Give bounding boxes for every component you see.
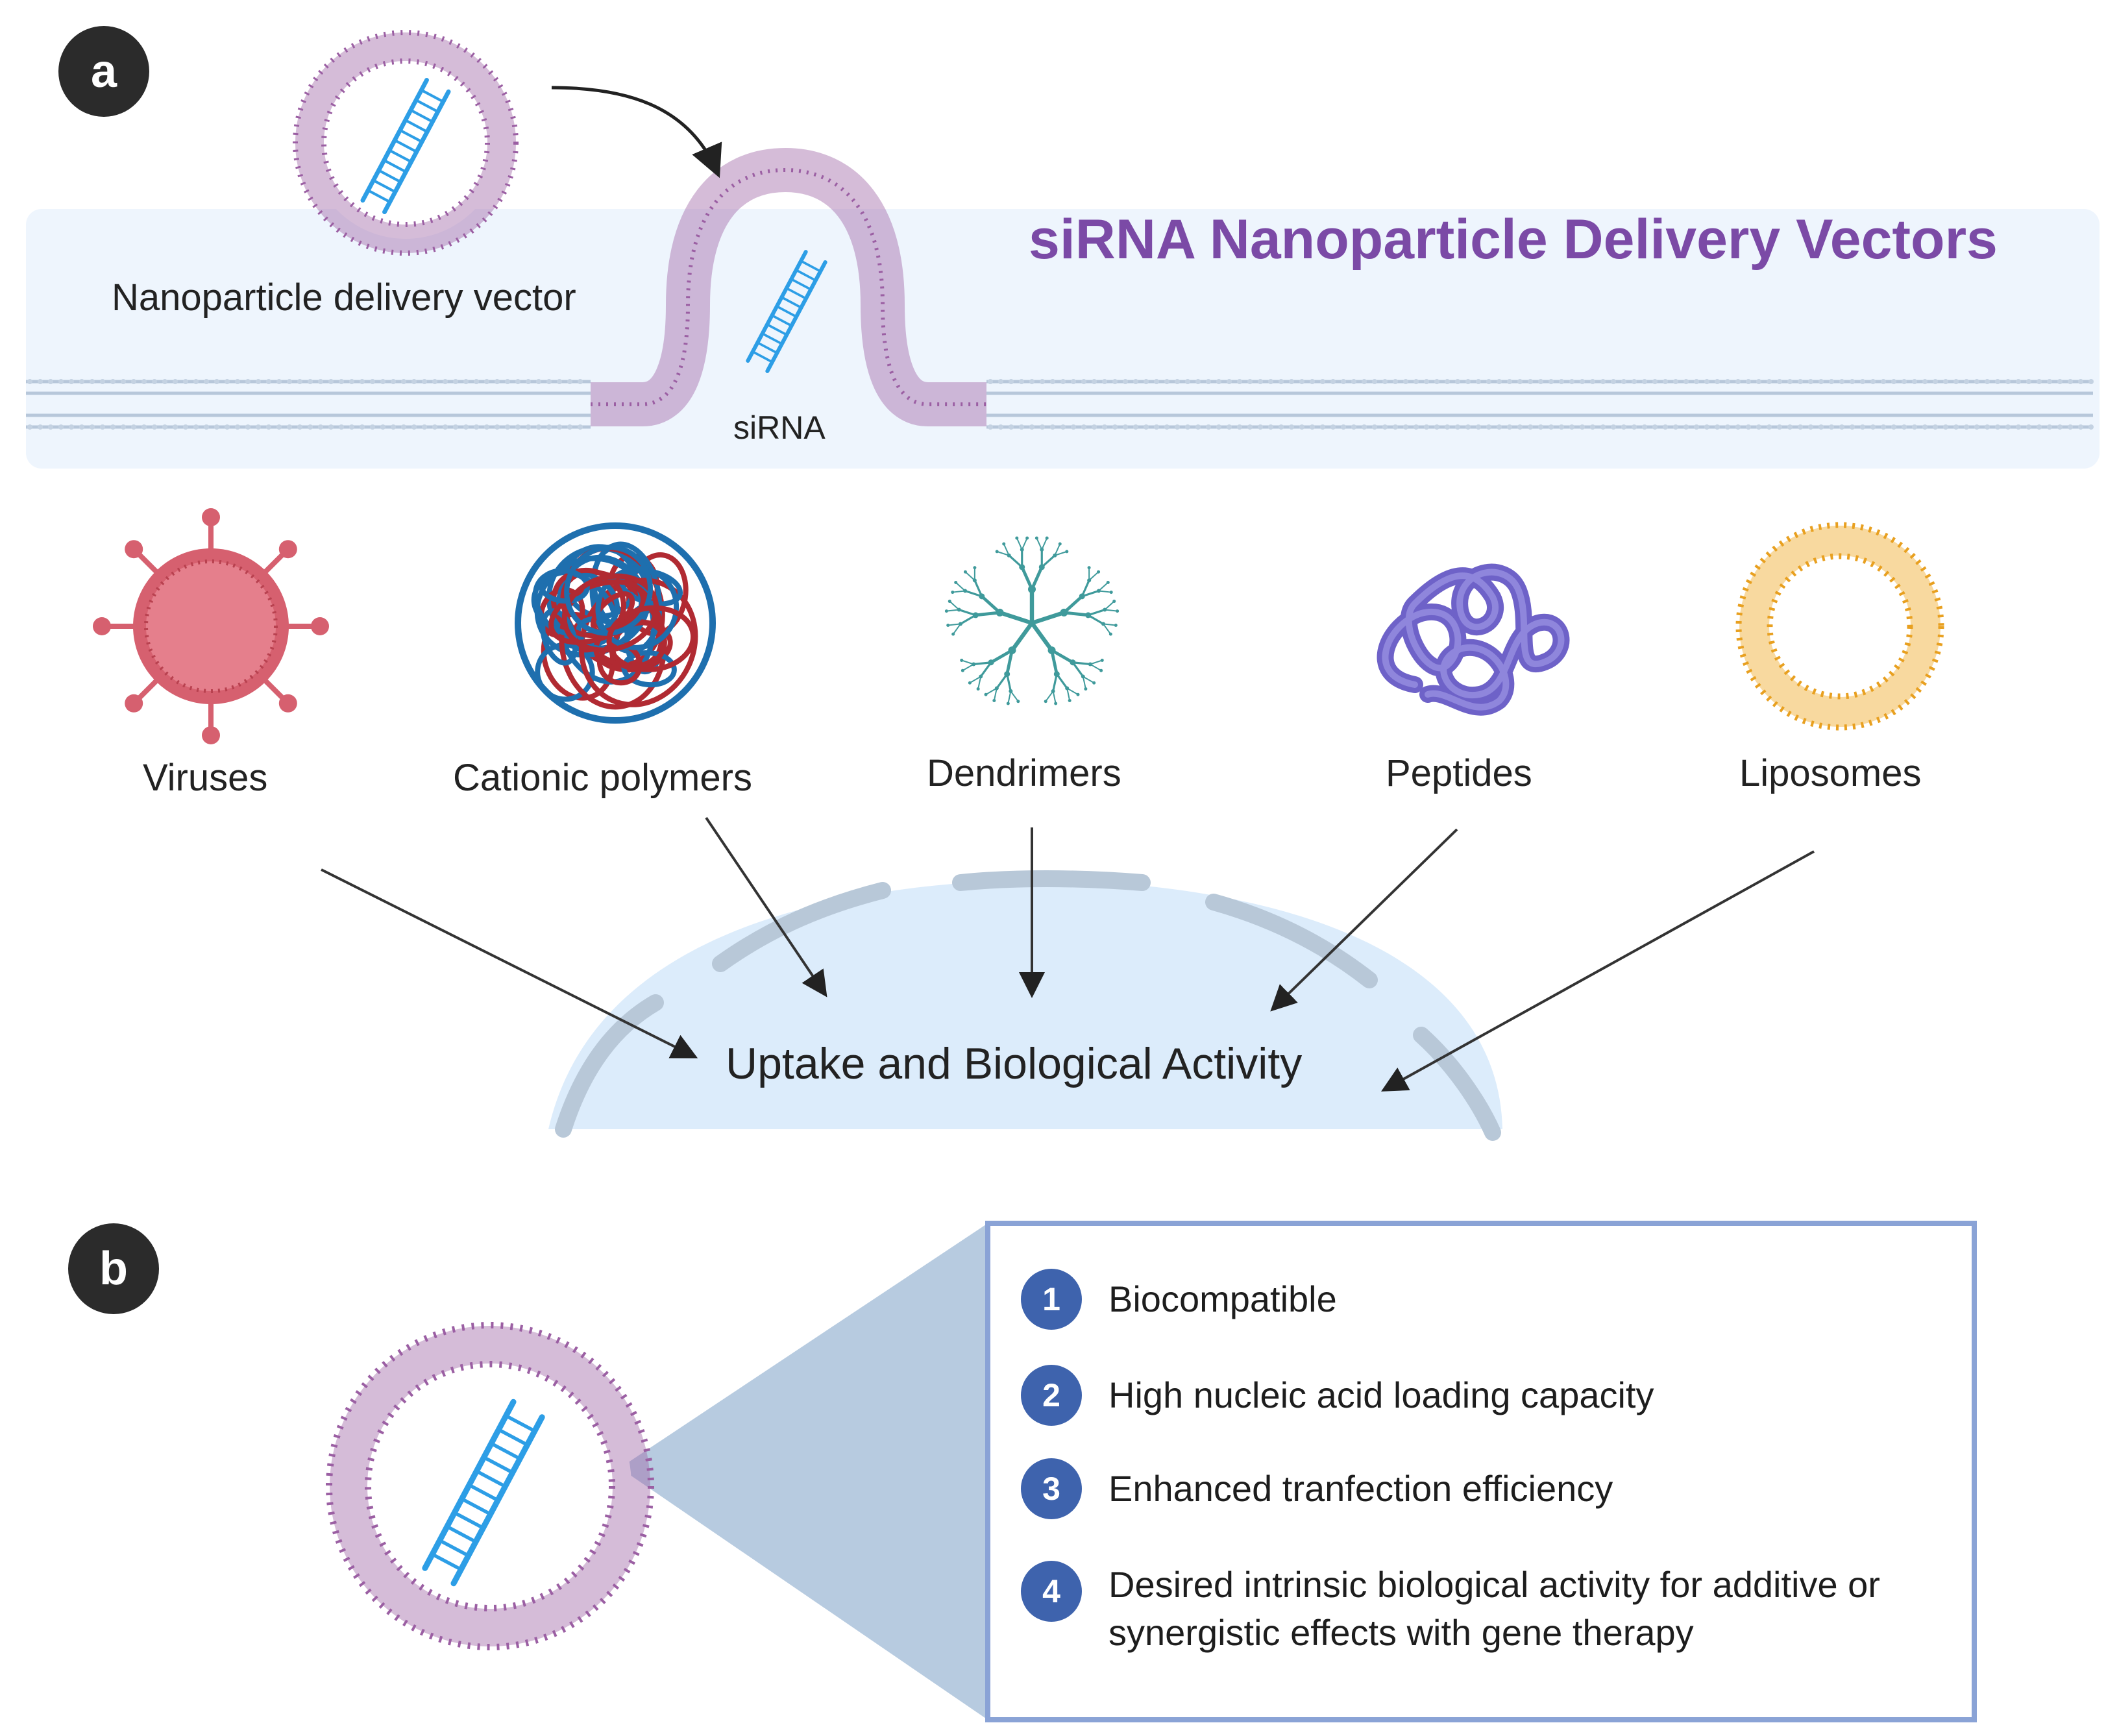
property-text-1: Biocompatible [1108,1275,1946,1323]
vector-label-peptides: Peptides [1386,752,1532,795]
dendrimer-icon [945,537,1119,705]
vector-label-dendrimers: Dendrimers [927,752,1121,795]
nanoparticle-vector-icon [295,32,516,253]
peptide-icon [1386,572,1561,707]
property-number-4: 4 [1021,1561,1082,1622]
sirna-label: siRNA [733,409,826,446]
vector-label-liposomes: Liposomes [1739,752,1921,795]
property-number-1: 1 [1021,1269,1082,1330]
cationic-polymer-icon [518,526,715,724]
property-number-3: 3 [1021,1458,1082,1519]
nanoparticle-closeup-icon [329,1325,651,1647]
uptake-arrow [552,88,717,172]
cell-dome [548,879,1502,1129]
virus-icon [93,508,329,744]
panel-a-badge: a [58,26,149,117]
property-text-4: Desired intrinsic biological activity fo… [1108,1561,1946,1657]
zoom-funnel [620,1223,988,1720]
liposome-icon [1739,525,1941,727]
property-number-2: 2 [1021,1365,1082,1426]
vector-label-cationic-polymers: Cationic polymers [453,756,752,800]
nanoparticle-vector-label: Nanoparticle delivery vector [112,276,576,319]
figure-title: siRNA Nanoparticle Delivery Vectors [1029,208,1998,272]
vector-label-viruses: Viruses [143,756,267,800]
property-text-3: Enhanced tranfection efficiency [1108,1465,1946,1513]
uptake-label: Uptake and Biological Activity [726,1038,1302,1089]
panel-b-badge: b [68,1223,159,1314]
property-text-2: High nucleic acid loading capacity [1108,1371,1946,1419]
